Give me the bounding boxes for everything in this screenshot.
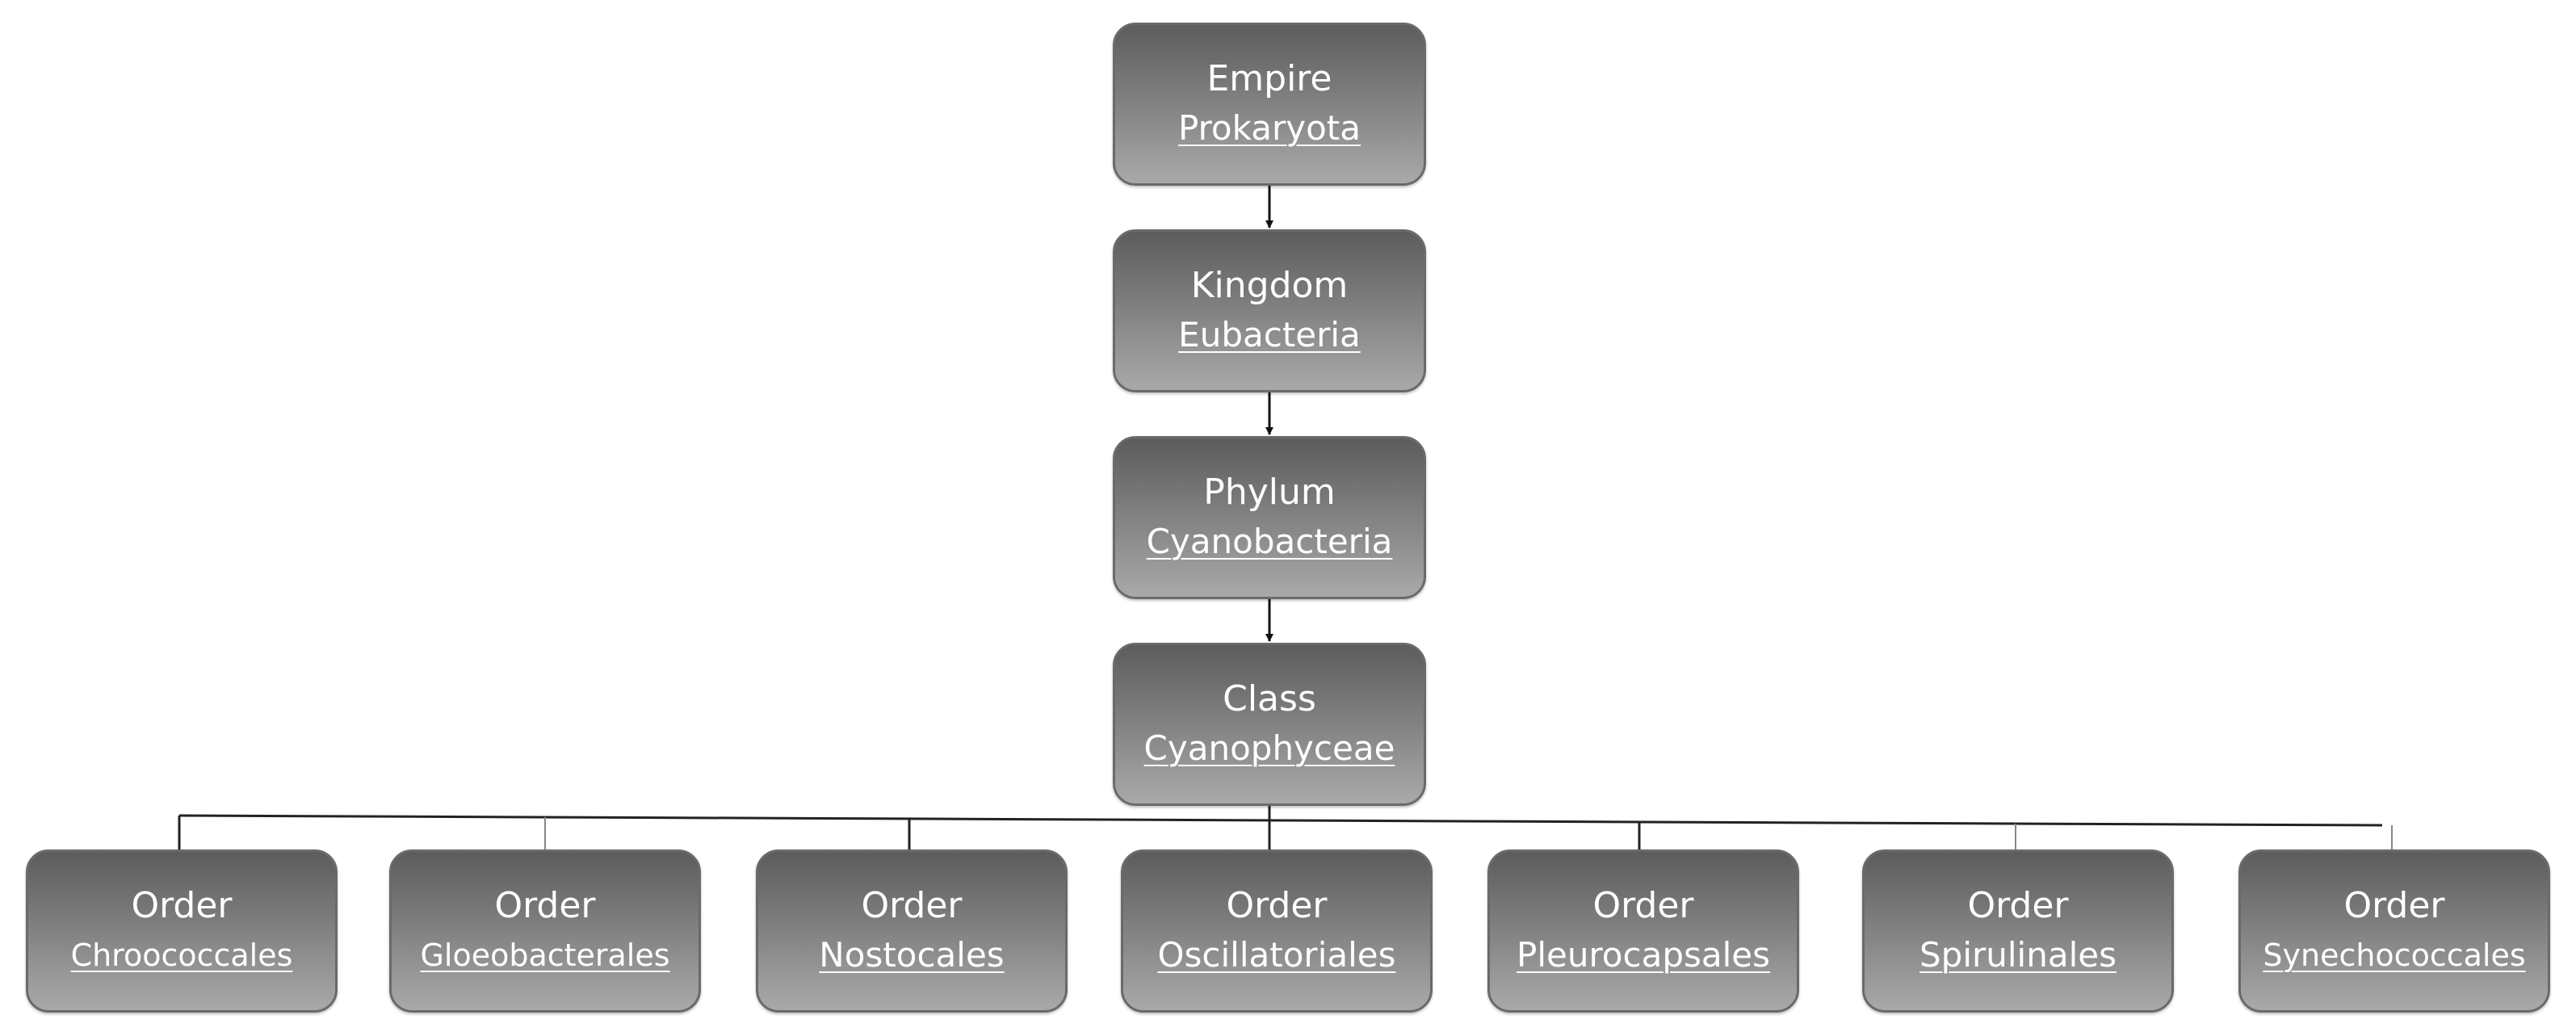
node-rank: Order <box>131 885 233 926</box>
order-node-chroococcales: Order Chroococcales <box>26 849 338 1013</box>
node-name-link[interactable]: Pleurocapsales <box>1517 935 1770 975</box>
node-rank: Order <box>2343 885 2445 926</box>
node-rank: Class <box>1223 678 1316 719</box>
node-name-link[interactable]: Synechococcales <box>2263 937 2526 973</box>
empire-node: Empire Prokaryota <box>1113 23 1426 186</box>
node-name-link[interactable]: Eubacteria <box>1178 315 1361 354</box>
node-rank: Order <box>1226 885 1328 926</box>
order-node-spirulinales: Order Spirulinales <box>1862 849 2174 1013</box>
node-name-link[interactable]: Gloeobacterales <box>420 937 670 973</box>
node-name-link[interactable]: Prokaryota <box>1178 108 1361 148</box>
order-node-gloeobacterales: Order Gloeobacterales <box>389 849 701 1013</box>
order-node-oscillatoriales: Order Oscillatoriales <box>1121 849 1433 1013</box>
order-node-synechococcales: Order Synechococcales <box>2238 849 2550 1013</box>
node-rank: Kingdom <box>1190 265 1349 306</box>
node-name-link[interactable]: Cyanobacteria <box>1146 522 1393 561</box>
node-name-link[interactable]: Chroococcales <box>70 937 293 973</box>
node-name-link[interactable]: Oscillatoriales <box>1157 935 1396 975</box>
order-node-nostocales: Order Nostocales <box>756 849 1068 1013</box>
node-rank: Order <box>494 885 596 926</box>
node-rank: Order <box>1967 885 2069 926</box>
class-node: Class Cyanophyceae <box>1113 643 1426 806</box>
order-bus-line <box>178 814 2383 827</box>
kingdom-node: Kingdom Eubacteria <box>1113 229 1426 392</box>
node-name-link[interactable]: Cyanophyceae <box>1143 728 1395 768</box>
node-rank: Order <box>1592 885 1694 926</box>
node-name-link[interactable]: Spirulinales <box>1919 935 2117 975</box>
node-rank: Empire <box>1206 58 1332 99</box>
node-name-link[interactable]: Nostocales <box>819 935 1005 975</box>
node-rank: Phylum <box>1203 472 1336 513</box>
phylum-node: Phylum Cyanobacteria <box>1113 436 1426 599</box>
node-rank: Order <box>861 885 963 926</box>
order-node-pleurocapsales: Order Pleurocapsales <box>1487 849 1799 1013</box>
